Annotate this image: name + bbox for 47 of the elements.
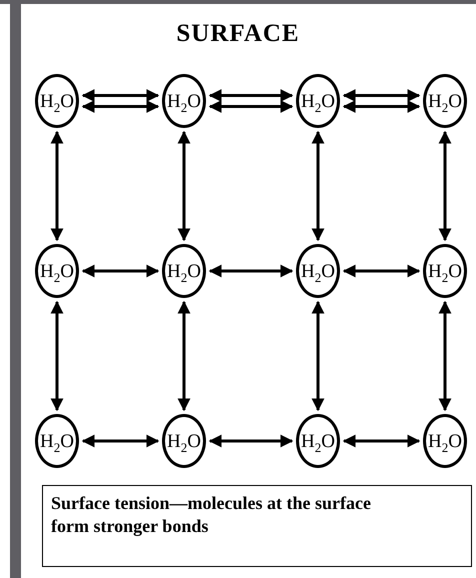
double-headed-arrow: [208, 264, 294, 278]
formula-label: H$_{2}$O: [301, 432, 335, 450]
caption-box: [42, 485, 472, 567]
double-headed-arrow: [82, 89, 160, 102]
double-headed-arrow: [208, 434, 294, 448]
double-headed-arrow: [50, 300, 64, 412]
formula-label: H$_{2}$O: [40, 92, 74, 110]
formula-label: H$_{2}$O: [428, 432, 462, 450]
double-headed-arrow: [312, 130, 324, 242]
formula-label: H$_{2}$O: [301, 262, 335, 280]
title: SURFACE: [176, 20, 300, 47]
formula-label: H$_{2}$O: [167, 92, 201, 110]
molecule-circle: [423, 244, 467, 298]
double-headed-arrow: [178, 130, 190, 242]
double-headed-arrow: [82, 100, 160, 113]
double-headed-arrow: [438, 300, 452, 412]
formula-label: H$_{2}$O: [40, 432, 74, 450]
formula-label: H$_{2}$O: [301, 92, 335, 110]
double-headed-arrow: [342, 89, 420, 102]
formula-label: H$_{2}$O: [40, 262, 74, 280]
molecule-circle: [35, 74, 79, 128]
molecule-circle: [296, 244, 340, 298]
formula-label: H$_{2}$O: [428, 92, 462, 110]
double-headed-arrow: [342, 264, 420, 278]
double-headed-arrow: [208, 89, 294, 102]
double-headed-arrow: [342, 434, 420, 448]
double-headed-arrow: [82, 434, 160, 448]
formula-label: H$_{2}$O: [167, 262, 201, 280]
molecule-circle: [296, 74, 340, 128]
double-headed-arrow: [82, 264, 160, 278]
molecule-circle: [162, 414, 206, 468]
molecule-circle: [423, 74, 467, 128]
molecule-circle: [296, 414, 340, 468]
caption-text: Surface tension—molecules at the surface form stronger bonds: [51, 492, 372, 538]
molecule-circle: [162, 244, 206, 298]
molecule-circle: [423, 414, 467, 468]
formula-label: H$_{2}$O: [428, 262, 462, 280]
molecule-circle: [35, 414, 79, 468]
double-headed-arrow: [208, 100, 294, 113]
double-headed-arrow: [312, 300, 324, 412]
double-headed-arrow: [178, 300, 190, 412]
molecule-circle: [162, 74, 206, 128]
double-headed-arrow: [438, 130, 452, 242]
double-headed-arrow: [342, 100, 420, 113]
formula-label: H$_{2}$O: [167, 432, 201, 450]
molecule-circle: [35, 244, 79, 298]
double-headed-arrow: [50, 130, 64, 242]
